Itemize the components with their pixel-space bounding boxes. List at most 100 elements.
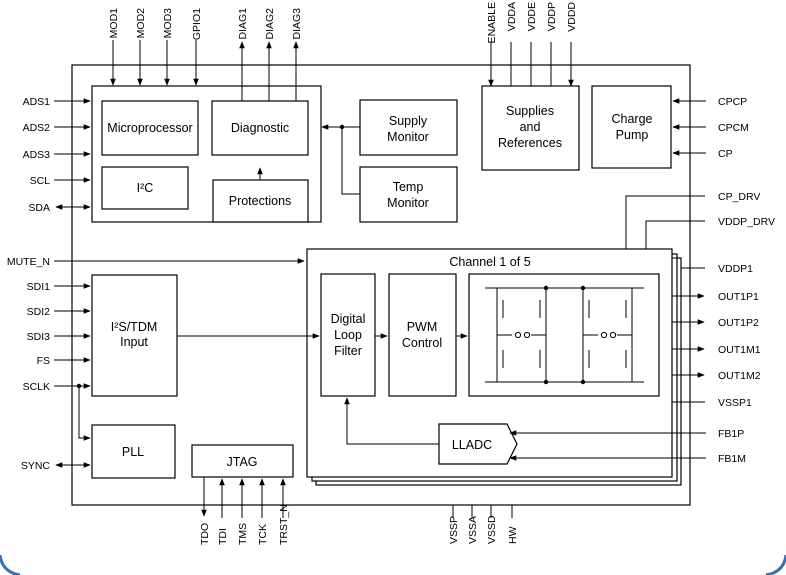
supplies-label-1: Supplies <box>506 104 554 118</box>
lladc-block <box>438 423 518 465</box>
pin-label-vddd: VDDD <box>566 2 578 32</box>
pin-label-mod2: MOD2 <box>135 8 147 38</box>
pin-label-out1m2: OUT1M2 <box>718 370 761 382</box>
pin-label-mute-n: MUTE_N <box>7 256 50 268</box>
pll-label: PLL <box>122 445 144 459</box>
lladc-feedback <box>344 397 439 445</box>
i2c-block <box>101 166 189 210</box>
vddp-drv-trace <box>645 220 705 249</box>
protections-label: Protections <box>229 194 292 208</box>
dlf-label-2: Loop <box>334 328 362 342</box>
pin-label-trst-n: TRST_N <box>278 504 290 545</box>
pin-label-cpcm: CPCM <box>718 122 749 134</box>
top-pins: MOD1 MOD2 MOD3 GPIO1 DIAG1 DIAG2 DIAG3 <box>108 8 303 101</box>
sclk-to-pll <box>78 386 91 441</box>
pin-label-vdda: VDDA <box>506 2 518 31</box>
pin-label-sdi3: SDI3 <box>27 331 51 343</box>
microprocessor-label: Microprocessor <box>107 121 192 135</box>
digital-loop-filter-block <box>320 273 376 397</box>
pll-block <box>91 424 176 479</box>
monitor-junction <box>339 124 345 130</box>
dlf-label-1: Digital <box>331 312 366 326</box>
jtag-label: JTAG <box>226 455 257 469</box>
h-bridge-schematic <box>485 287 644 383</box>
pin-label-cp: CP <box>718 148 733 160</box>
i2s-block <box>91 274 178 397</box>
temp-monitor-link <box>341 127 360 195</box>
right-pins: CPCP CPCM CP CP_DRV VDDP_DRV VDDP1OUT1P1OUT1P… <box>509 96 775 465</box>
pin-label-tms: TMS <box>237 523 249 545</box>
pin-label-vssp: VSSP <box>448 516 460 544</box>
pin-label-sync: SYNC <box>21 460 51 472</box>
pin-label-vddp-drv: VDDP_DRV <box>718 216 775 228</box>
corner-decoration-right <box>765 554 786 575</box>
charge-pump-label-2: Pump <box>616 128 649 142</box>
vddp1-trace <box>672 257 705 269</box>
jtag-block <box>191 444 294 478</box>
bottom-pins: TDO TDI TMS TCK TRST_N VSSP VSSA VSSD HW <box>199 477 519 545</box>
supplies-label-3: References <box>498 136 562 150</box>
pin-label-sdi1: SDI1 <box>27 281 51 293</box>
dlf-label-3: Filter <box>334 344 362 358</box>
pin-label-out1m1: OUT1M1 <box>718 344 761 356</box>
microprocessor-block <box>101 100 199 156</box>
pin-label-sclk: SCLK <box>23 381 50 393</box>
pin-label-mod1: MOD1 <box>108 8 120 38</box>
supply-pins: ENABLE VDDA VDDE VDDP VDDD <box>486 2 578 87</box>
pwm-label-1: PWM <box>407 320 438 334</box>
pin-label-ads2: ADS2 <box>23 122 51 134</box>
pin-label-mod3: MOD3 <box>162 8 174 38</box>
corner-decoration-left <box>0 554 21 575</box>
charge-pump-block <box>591 85 672 169</box>
charge-pump-label-1: Charge <box>612 112 653 126</box>
temp-monitor-label-1: Temp <box>393 180 424 194</box>
pin-label-vssa: VSSA <box>467 516 479 544</box>
i2s-label-2: Input <box>120 335 148 349</box>
lladc-label: LLADC <box>452 438 492 452</box>
pwm-label-2: Control <box>402 336 442 350</box>
pin-label-fs: FS <box>37 355 50 367</box>
pin-label-sdi2: SDI2 <box>27 306 51 318</box>
pin-label-vssp1: VSSP1 <box>718 397 752 409</box>
pin-label-out1p1: OUT1P1 <box>718 291 759 303</box>
supplies-block <box>481 85 580 171</box>
supply-monitor-label-2: Monitor <box>387 130 429 144</box>
pin-label-vssd: VSSD <box>486 515 498 544</box>
pin-label-hw: HW <box>507 526 519 544</box>
pin-label-gpio1: GPIO1 <box>191 8 203 40</box>
pin-label-diag3: DIAG3 <box>291 8 303 40</box>
pin-label-tdi: TDI <box>217 528 229 545</box>
pin-label-cp-drv: CP_DRV <box>718 191 760 203</box>
diagnostic-label: Diagnostic <box>231 121 289 135</box>
pin-label-scl: SCL <box>30 175 51 187</box>
supply-monitor-label-1: Supply <box>389 114 428 128</box>
pin-label-sda: SDA <box>28 202 50 214</box>
pin-label-tck: TCK <box>257 524 269 545</box>
channel-title: Channel 1 of 5 <box>449 255 530 269</box>
pin-label-out1p2: OUT1P2 <box>718 317 759 329</box>
i2c-label: I²C <box>137 181 154 195</box>
temp-monitor-block <box>359 166 458 223</box>
pin-label-diag2: DIAG2 <box>264 8 276 40</box>
pwm-control-block <box>388 273 457 397</box>
protections-block <box>212 179 309 223</box>
temp-monitor-label-2: Monitor <box>387 196 429 210</box>
pin-label-cpcp: CPCP <box>718 96 747 108</box>
pin-label-fb1p: FB1P <box>718 428 744 440</box>
pin-label-tdo: TDO <box>199 523 211 545</box>
supplies-label-2: and <box>520 120 541 134</box>
i2s-label-1: I²S/TDM <box>111 320 158 334</box>
pin-label-enable: ENABLE <box>486 2 498 43</box>
pin-label-ads3: ADS3 <box>23 149 51 161</box>
pin-label-diag1: DIAG1 <box>237 8 249 40</box>
pin-label-fb1m: FB1M <box>718 453 746 465</box>
diagnostic-block <box>211 100 309 156</box>
cp-drv-trace <box>625 195 705 249</box>
pin-label-vdde: VDDE <box>526 2 538 31</box>
pin-label-vddp: VDDP <box>546 2 558 31</box>
pin-label-vddp1: VDDP1 <box>718 263 753 275</box>
h-bridge-nodes <box>514 285 617 385</box>
pin-label-ads1: ADS1 <box>23 96 51 108</box>
